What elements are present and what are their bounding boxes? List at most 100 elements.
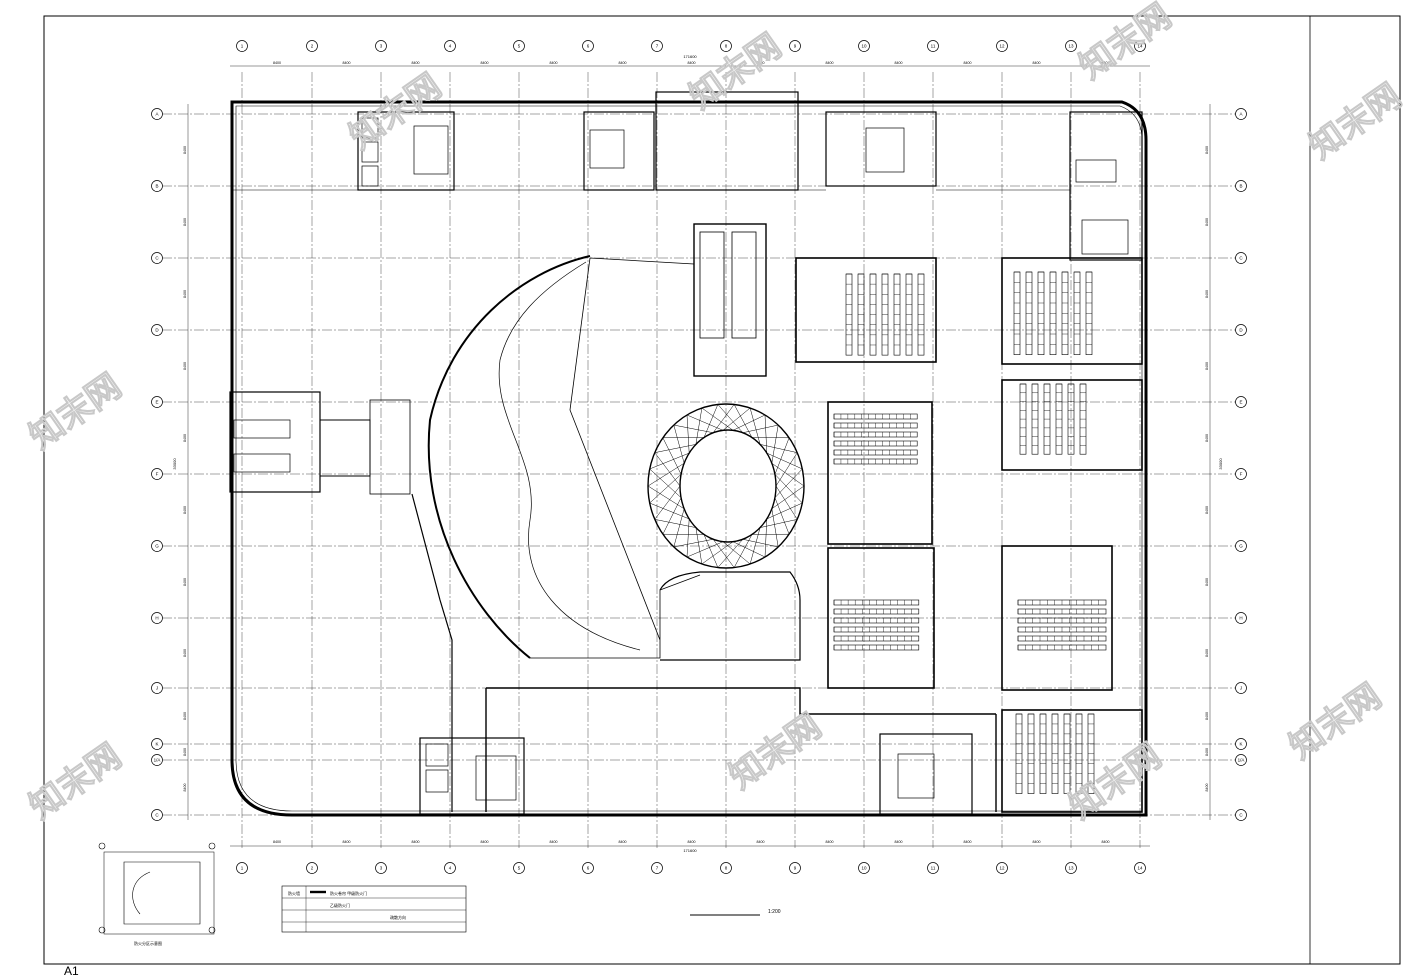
column-bubble-bottom: 7 xyxy=(651,862,663,874)
total-dimension-left: 33000 xyxy=(172,458,177,470)
cinema-hall xyxy=(827,401,933,545)
dimension-text-left: 8400 xyxy=(183,146,187,154)
lattice-strut xyxy=(654,519,696,528)
axis-label: 10 xyxy=(861,866,867,871)
lattice-strut xyxy=(647,463,685,487)
axis-label: 1/A xyxy=(154,758,161,763)
lattice-strut xyxy=(703,534,719,568)
lattice-strut xyxy=(673,424,685,464)
row-bubble-left: C xyxy=(151,809,163,821)
legend-row-3: 乙级防火门 xyxy=(330,902,350,908)
cinema-halls xyxy=(795,257,1143,813)
lattice-strut xyxy=(673,424,714,433)
dimension-text-left: 8400 xyxy=(183,506,187,514)
axis-label: H xyxy=(1239,616,1242,621)
column-bubble-top: 5 xyxy=(513,40,525,52)
watermark-text: 知末网 xyxy=(22,736,128,827)
dimension-text-top: 8400 xyxy=(273,61,281,65)
axis-label: C xyxy=(155,813,159,818)
axis-label: A xyxy=(1239,112,1242,117)
column-bubble-top: 10 xyxy=(858,40,870,52)
lattice-strut xyxy=(732,541,766,558)
cinema-hall xyxy=(1001,379,1143,471)
column-bubble-top: 11 xyxy=(927,40,939,52)
dimension-text-left: 8400 xyxy=(183,784,187,792)
dimension-text-right: 8400 xyxy=(1205,712,1209,720)
lattice-strut xyxy=(771,425,779,464)
axis-label: 6 xyxy=(587,866,590,871)
core-top-middle xyxy=(583,91,799,191)
dimension-text-top: 8400 xyxy=(757,61,765,65)
lattice-strut xyxy=(732,414,766,431)
lattice-strut xyxy=(654,485,681,520)
lattice-strut xyxy=(774,437,790,475)
axis-label: 3 xyxy=(380,866,383,871)
axis-label: 10 xyxy=(861,44,867,49)
column-bubble-top: 13 xyxy=(1065,40,1077,52)
column-bubble-bottom: 12 xyxy=(996,862,1008,874)
dimension-text-right: 8400 xyxy=(1205,146,1209,154)
building-inner-wall xyxy=(235,105,1143,812)
lattice-strut xyxy=(686,541,724,558)
dimension-text-bottom: 8400 xyxy=(1102,840,1110,844)
dimension-text-right: 8400 xyxy=(1205,748,1209,756)
lattice-strut xyxy=(649,468,682,498)
row-bubble-right: F xyxy=(1235,468,1247,480)
sheet-size-label: A1 xyxy=(64,964,79,978)
column-bubble-bottom: 11 xyxy=(927,862,939,874)
lattice-strut xyxy=(771,463,805,487)
axis-label: 9 xyxy=(794,44,797,49)
legend-row-4: 疏散方向 xyxy=(390,914,406,920)
axis-label: 12 xyxy=(999,866,1005,871)
axis-label: 7 xyxy=(656,44,659,49)
key-plan-caption: 防火分区示意图 xyxy=(134,940,162,946)
lattice-strut xyxy=(774,468,803,498)
axis-label: F xyxy=(156,472,159,477)
axis-label: 11 xyxy=(931,44,936,49)
cinema-hall xyxy=(1001,257,1143,365)
dimension-text-top: 8400 xyxy=(895,61,903,65)
dimension-text-top: 8400 xyxy=(481,61,489,65)
dimension-text-left: 8400 xyxy=(183,649,187,657)
axis-label: 13 xyxy=(1068,866,1074,871)
dimension-text-top: 8400 xyxy=(343,61,351,65)
dimension-text-right: 8400 xyxy=(1205,784,1209,792)
row-bubble-left: K xyxy=(151,738,163,750)
axis-label: 8 xyxy=(725,44,728,49)
lattice-strut xyxy=(686,518,690,558)
dimension-chain-top: 8400840084008400840084008400840084008400… xyxy=(230,61,1150,847)
partition-left xyxy=(411,493,453,812)
column-grid-lines xyxy=(241,72,1141,848)
legend-row-2: 防火卷帘 甲级防火门 xyxy=(330,890,367,896)
lattice-strut xyxy=(749,527,761,565)
axis-label: 4 xyxy=(449,866,452,871)
column-bubble-top: 9 xyxy=(789,40,801,52)
dimension-text-bottom: 8400 xyxy=(1033,840,1041,844)
dimension-text-left: 8400 xyxy=(183,434,187,442)
lattice-strut xyxy=(695,407,703,445)
dimension-text-left: 8400 xyxy=(183,362,187,370)
column-bubble-bottom: 9 xyxy=(789,862,801,874)
axis-label: E xyxy=(155,400,158,405)
dimension-text-top: 8400 xyxy=(964,61,972,65)
lattice-strut xyxy=(764,414,768,454)
atrium-lower-wall xyxy=(659,571,801,661)
lattice-strut xyxy=(742,539,779,548)
building-outer-wall xyxy=(230,100,1148,817)
axis-label: 5 xyxy=(518,866,521,871)
row-bubble-right: K xyxy=(1235,738,1247,750)
axis-label: 6 xyxy=(587,44,590,49)
core-bottom-left xyxy=(419,737,525,815)
cinema-hall xyxy=(1001,545,1113,691)
dimension-text-top: 8400 xyxy=(1102,61,1110,65)
atrium-curved-wall xyxy=(427,255,591,659)
dimension-text-right: 8400 xyxy=(1205,434,1209,442)
row-bubble-right: B xyxy=(1235,180,1247,192)
legend-row-1: 防火墙 xyxy=(288,890,300,896)
dimension-text-left: 8400 xyxy=(183,578,187,586)
column-bubble-bottom: 2 xyxy=(306,862,318,874)
axis-label: 9 xyxy=(794,866,797,871)
